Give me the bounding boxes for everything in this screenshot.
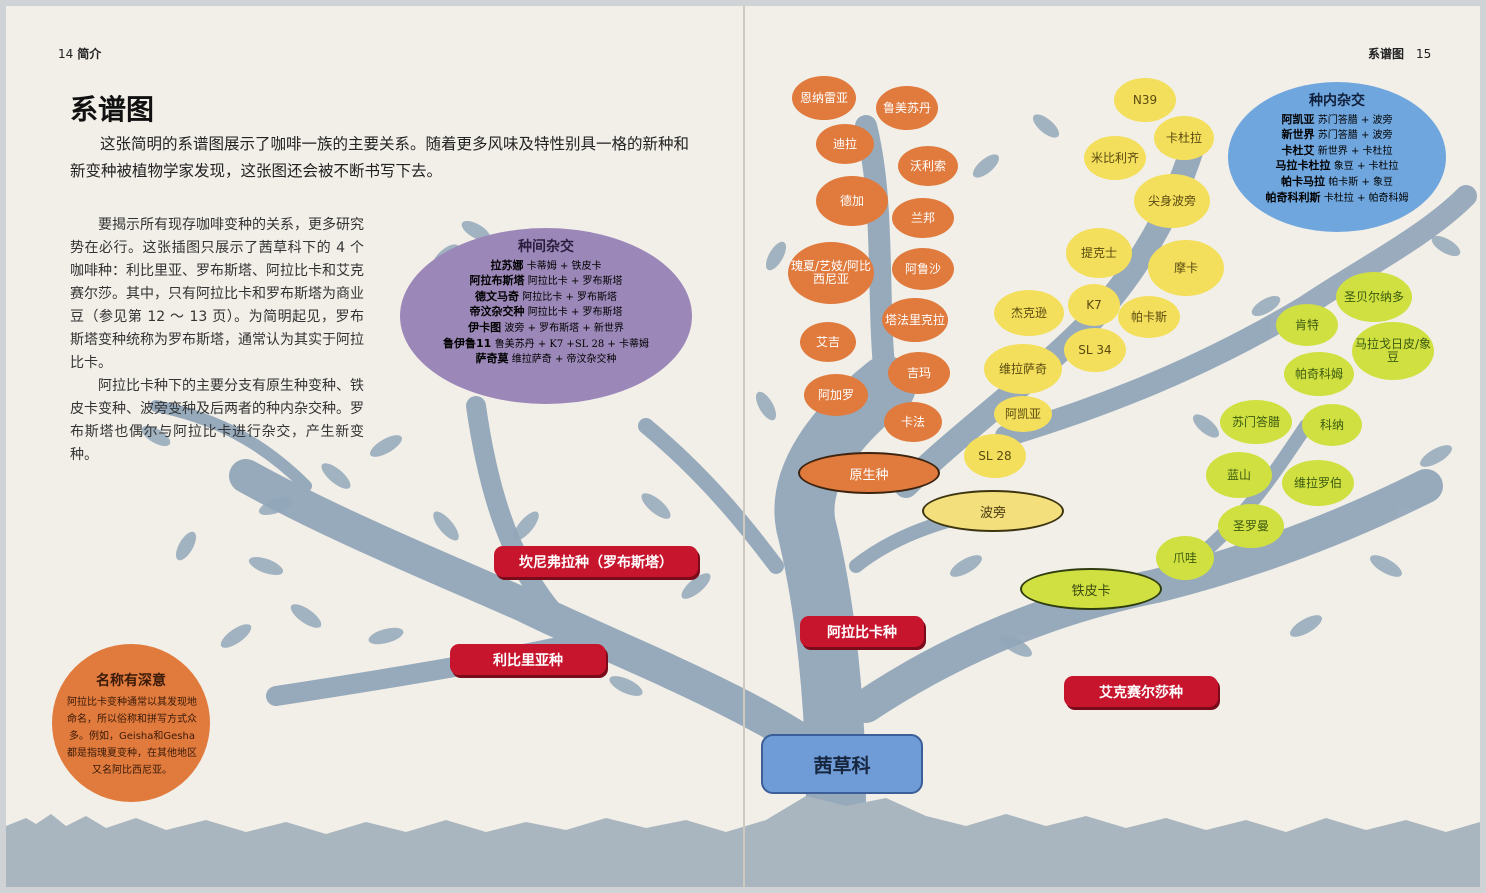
page-title: 系谱图	[70, 93, 155, 126]
variety-node: N39	[1114, 78, 1176, 122]
naming-note-circle: 名称有深意 阿拉比卡变种通常以其发现地命名，所以俗称和拼写方式众多。例如，Gei…	[52, 644, 210, 802]
typica-group: 铁皮卡	[1020, 568, 1162, 610]
variety-node: 尖身波旁	[1134, 174, 1210, 228]
variety-node: 科纳	[1302, 404, 1362, 446]
variety-node: 卡杜拉	[1154, 116, 1214, 160]
hybrid-row: 拉苏娜 卡蒂姆 + 铁皮卡	[490, 258, 602, 272]
variety-node: 肯特	[1276, 304, 1338, 346]
hybrid-row: 帝汶杂交种 阿拉比卡 + 罗布斯塔	[469, 305, 623, 319]
variety-node: 圣罗曼	[1218, 504, 1284, 548]
bourbon-group: 波旁	[922, 490, 1064, 532]
intraspecific-title: 种内杂交	[1309, 93, 1365, 109]
variety-node: 马拉戈日皮/象豆	[1352, 322, 1434, 380]
body-paragraph: 阿拉比卡种下的主要分支有原生种变种、铁皮卡变种、波旁变种及后两者的种内杂交种。罗…	[70, 378, 364, 463]
body-text: 要揭示所有现存咖啡变种的关系，更多研究势在必行。这张插图只展示了茜草科下的 4 …	[70, 214, 364, 467]
right-page-number: 15	[1416, 47, 1432, 61]
variety-node: 帕卡斯	[1118, 296, 1180, 338]
variety-node: 帕奇科姆	[1284, 352, 1354, 396]
body-paragraph: 要揭示所有现存咖啡变种的关系，更多研究势在必行。这张插图只展示了茜草科下的 4 …	[70, 217, 364, 371]
hybrid-row: 新世界 苏门答腊 + 波旁	[1281, 128, 1393, 142]
note-title: 名称有深意	[96, 673, 166, 689]
variety-node: 恩纳雷亚	[792, 76, 856, 120]
heirloom-group: 原生种	[798, 452, 940, 494]
variety-node: 摩卡	[1148, 240, 1224, 296]
hybrid-row: 阿拉布斯塔 阿拉比卡 + 罗布斯塔	[469, 274, 623, 288]
intraspecific-hybrids-ellipse: 种内杂交 阿凯亚 苏门答腊 + 波旁 新世界 苏门答腊 + 波旁 卡杜艾 新世界…	[1228, 82, 1446, 232]
hybrid-row: 卡杜艾 新世界 + 卡杜拉	[1281, 143, 1393, 157]
family-rubiaceae-box: 茜草科	[761, 734, 923, 794]
hybrid-row: 鲁伊鲁11 鲁美苏丹 + K7 +SL 28 + 卡蒂姆	[443, 336, 649, 350]
variety-node: 塔法里克拉	[882, 298, 948, 342]
page-fold	[743, 6, 745, 887]
right-page-section: 系谱图	[1368, 47, 1405, 61]
variety-node: 维拉罗伯	[1282, 460, 1354, 506]
hybrid-row: 伊卡图 波旁 + 罗布斯塔 + 新世界	[468, 320, 624, 334]
variety-node: 阿凯亚	[994, 396, 1052, 432]
hybrid-row: 马拉卡杜拉 象豆 + 卡杜拉	[1275, 159, 1399, 173]
variety-node: 阿鲁沙	[892, 248, 954, 290]
interspecific-hybrids-ellipse: 种间杂交 拉苏娜 卡蒂姆 + 铁皮卡 阿拉布斯塔 阿拉比卡 + 罗布斯塔 德文马…	[400, 228, 692, 404]
variety-node: 鲁美苏丹	[876, 86, 938, 130]
variety-node: 迪拉	[816, 124, 874, 164]
variety-node: 兰邦	[892, 198, 954, 238]
hybrid-row: 帕卡马拉 帕卡斯 + 象豆	[1280, 174, 1394, 188]
variety-node: 卡法	[884, 402, 942, 442]
note-body: 阿拉比卡变种通常以其发现地命名，所以俗称和拼写方式众多。例如，Geisha和Ge…	[67, 697, 197, 776]
hybrid-row: 萨奇莫 维拉萨奇 + 帝汶杂交种	[475, 352, 617, 366]
intro-paragraph: 这张简明的系谱图展示了咖啡一族的主要关系。随着更多风味及特性别具一格的新种和新变…	[70, 135, 690, 180]
variety-node: 瑰夏/艺妓/阿比西尼亚	[788, 242, 874, 304]
variety-node: 维拉萨奇	[984, 344, 1062, 394]
species-liberica-tag: 利比里亚种	[450, 644, 606, 675]
interspecific-title: 种间杂交	[518, 239, 574, 255]
variety-node: 蓝山	[1206, 452, 1272, 498]
variety-node: 米比利齐	[1084, 136, 1146, 180]
left-page-number: 14	[58, 47, 74, 61]
variety-node: K7	[1068, 284, 1120, 326]
variety-node: 沃利索	[898, 146, 958, 186]
left-page-section: 简介	[77, 47, 102, 61]
variety-node: 艾吉	[800, 322, 856, 362]
variety-node: SL 28	[964, 434, 1026, 478]
variety-node: 提克士	[1066, 228, 1132, 278]
species-robusta-tag: 坎尼弗拉种（罗布斯塔）	[494, 546, 698, 577]
hybrid-row: 帕奇科利斯 卡杜拉 + 帕奇科姆	[1265, 190, 1409, 204]
variety-node: 吉玛	[888, 352, 950, 394]
species-excelsa-tag: 艾克赛尔莎种	[1064, 676, 1218, 707]
hybrid-row: 阿凯亚 苏门答腊 + 波旁	[1281, 112, 1393, 126]
variety-node: 德加	[816, 176, 888, 226]
species-arabica-tag: 阿拉比卡种	[800, 616, 924, 647]
variety-node: 杰克逊	[994, 290, 1064, 336]
variety-node: 爪哇	[1156, 536, 1214, 580]
variety-node: SL 34	[1064, 328, 1126, 372]
variety-node: 苏门答腊	[1220, 400, 1292, 444]
right-page-header: 系谱图 15	[1364, 45, 1431, 62]
variety-node: 圣贝尔纳多	[1336, 272, 1412, 322]
hybrid-row: 德文马奇 阿拉比卡 + 罗布斯塔	[474, 289, 618, 303]
variety-node: 阿加罗	[804, 374, 868, 416]
